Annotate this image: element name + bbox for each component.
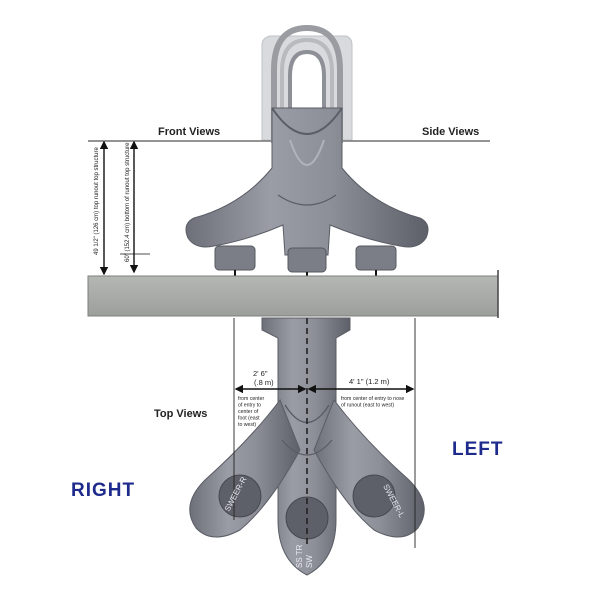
center-mark-2: SW (305, 555, 314, 568)
platform (87, 275, 499, 317)
svg-text:of runout (east to west): of runout (east to west) (341, 403, 394, 409)
left-dist-label: 4' 1" (1.2 m) (349, 377, 390, 386)
front-views-label: Front Views (158, 126, 220, 138)
center-mark-1: SS TR (295, 544, 304, 568)
height-top-label: 49 1/2" (126 cm) top runout top structur… (94, 146, 100, 255)
svg-text:of entry to: of entry to (238, 403, 261, 409)
svg-text:from center: from center (238, 396, 265, 402)
height-bottom-label: 60" (152.4 cm) bottom of runout top stru… (125, 142, 131, 262)
right-arm (189, 398, 301, 538)
top-views-label: Top Views (154, 408, 207, 420)
right-direction-label: RIGHT (71, 480, 135, 501)
center-tube (261, 317, 351, 576)
left-direction-label: LEFT (452, 439, 504, 460)
right-foot-circle (218, 474, 262, 518)
right-note: from center of entry to center of foot (… (238, 396, 265, 428)
top-view: 2' 6" (.8 m) 4' 1" (1.2 m) from center o… (71, 317, 504, 576)
left-note: from center of entry to nose of runout (… (341, 396, 405, 409)
front-elevation: Front Views Side Views 49 1/2" (126 cm) … (87, 24, 499, 318)
feet (214, 245, 397, 296)
svg-text:foot (east: foot (east (238, 416, 260, 422)
right-dist-label: 2' 6" (253, 369, 268, 378)
svg-text:from center of entry to nose: from center of entry to nose (341, 396, 405, 402)
right-dist-metric: (.8 m) (254, 378, 274, 387)
side-views-label: Side Views (422, 126, 479, 138)
left-foot-circle (352, 474, 396, 518)
height-dimensions: 49 1/2" (126 cm) top runout top structur… (94, 140, 150, 276)
svg-text:center of: center of (238, 409, 259, 415)
slide-body-front (185, 107, 429, 256)
left-arm (313, 398, 425, 538)
svg-text:to west): to west) (238, 422, 256, 428)
